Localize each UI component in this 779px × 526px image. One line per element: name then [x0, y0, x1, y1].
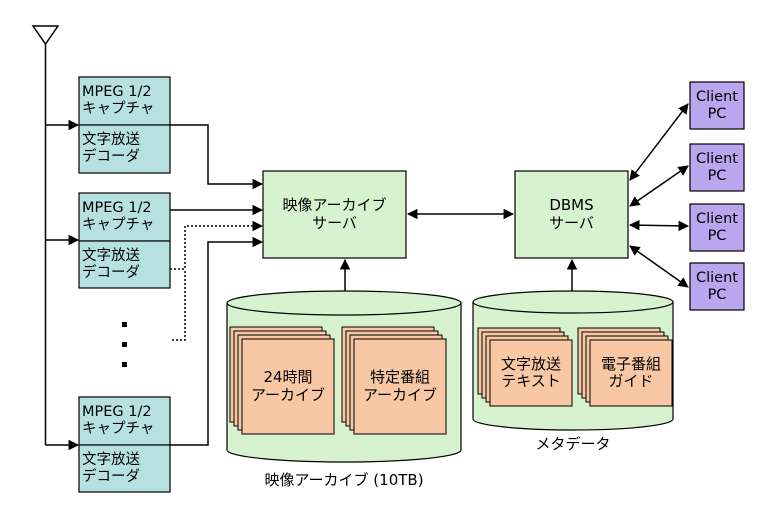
decoder-line1: 文字放送 — [82, 247, 140, 264]
capture-3-to-server-arrow — [170, 236, 264, 446]
decoder-label-1: 文字放送 デコーダ — [82, 126, 170, 172]
archive-line2: アーカイブ — [362, 385, 438, 404]
capture-1-to-server-arrow — [170, 124, 264, 190]
capture-line1: MPEG 1/2 — [82, 404, 152, 421]
decoder-line2: デコーダ — [82, 468, 140, 485]
archive-line2: アーカイブ — [250, 385, 326, 404]
archive-stack-24h — [229, 326, 335, 435]
capture-unit-3 — [78, 396, 171, 493]
decoder-label-3: 文字放送 デコーダ — [82, 446, 170, 491]
client-line2: PC — [707, 286, 727, 303]
capture-unit-2 — [78, 192, 171, 289]
capture-line2: キャプチャ — [82, 101, 155, 117]
decoder-box — [78, 444, 171, 493]
dbms-server-box — [514, 170, 629, 259]
archive-line1: 24時間 — [263, 368, 313, 387]
decoder-line1: 文字放送 — [82, 451, 140, 468]
client-pc-box-1 — [689, 81, 745, 130]
video-archive-server-box — [262, 170, 407, 259]
decoder-line2: デコーダ — [82, 149, 140, 165]
decoder-line1: 文字放送 — [82, 132, 140, 149]
capture-unit-1 — [78, 76, 171, 174]
client-pc-label-2: Client PC — [690, 144, 744, 191]
capture-label-2: MPEG 1/2 キャプチャ — [82, 194, 170, 240]
vertical-ellipsis-icon — [122, 322, 127, 367]
dbms-line2: サーバ — [549, 213, 594, 232]
server-line2: サーバ — [312, 213, 357, 232]
client-pc-box-2 — [689, 143, 745, 192]
metadata-teletext-label: 文字放送 テキスト — [490, 340, 572, 406]
metadata-caption: メタデータ — [535, 435, 611, 454]
dbms-to-client-1-arrow — [629, 103, 689, 181]
decoder-box — [78, 240, 171, 289]
client-line1: Client — [696, 150, 738, 167]
client-pc-label-1: Client PC — [690, 82, 744, 129]
client-line2: PC — [707, 227, 727, 244]
client-line1: Client — [696, 269, 738, 286]
dbms-server-label: DBMS サーバ — [515, 171, 628, 258]
decoder-line2: デコーダ — [82, 264, 140, 281]
decoder-box — [78, 124, 171, 174]
client-line1: Client — [696, 88, 738, 105]
capture-line1: MPEG 1/2 — [82, 200, 152, 217]
client-pc-box-4 — [689, 262, 745, 311]
metadata-line2: テキスト — [501, 372, 561, 390]
antenna-icon — [31, 25, 60, 46]
metadata-stack-epg — [577, 327, 673, 407]
client-pc-label-4: Client PC — [690, 263, 744, 310]
dbms-to-client-4-arrow — [629, 245, 689, 288]
video-archive-server-label: 映像アーカイブ サーバ — [263, 171, 406, 258]
client-line1: Client — [696, 210, 738, 227]
metadata-line1: 文字放送 — [500, 354, 561, 373]
archive-24h-label: 24時間 アーカイブ — [242, 339, 334, 434]
dbms-to-client-2-arrow — [629, 165, 689, 207]
client-pc-box-3 — [689, 203, 745, 252]
capture-line1: MPEG 1/2 — [82, 84, 152, 101]
metadata-line1: 電子番組 — [600, 354, 661, 373]
server-line1: 映像アーカイブ — [282, 196, 387, 215]
capture-box — [78, 192, 171, 242]
client-line2: PC — [707, 167, 727, 184]
archive-line1: 特定番組 — [369, 368, 430, 387]
capture-line2: キャプチャ — [82, 217, 155, 233]
decoder-2-to-server-dotted-arrow — [170, 220, 264, 270]
client-pc-label-3: Client PC — [690, 204, 744, 251]
capture-label-1: MPEG 1/2 キャプチャ — [82, 78, 170, 124]
metadata-epg-label: 電子番組 ガイド — [590, 340, 672, 406]
metadata-line2: ガイド — [608, 372, 654, 390]
dbms-to-client-3-arrow — [628, 219, 690, 232]
dbms-line1: DBMS — [549, 196, 594, 215]
capture-label-3: MPEG 1/2 キャプチャ — [82, 398, 170, 444]
video-archive-caption: 映像アーカイブ (10TB) — [264, 471, 424, 490]
capture-box — [78, 396, 171, 446]
decoder-label-2: 文字放送 デコーダ — [82, 242, 170, 287]
client-line2: PC — [707, 105, 727, 122]
metadata-stack-teletext — [477, 327, 573, 407]
archive-stack-program — [341, 326, 447, 435]
ellipsis-to-server-dotted-line — [172, 269, 186, 341]
archive-program-label: 特定番組 アーカイブ — [354, 339, 446, 434]
capture-line2: キャプチャ — [82, 421, 155, 437]
